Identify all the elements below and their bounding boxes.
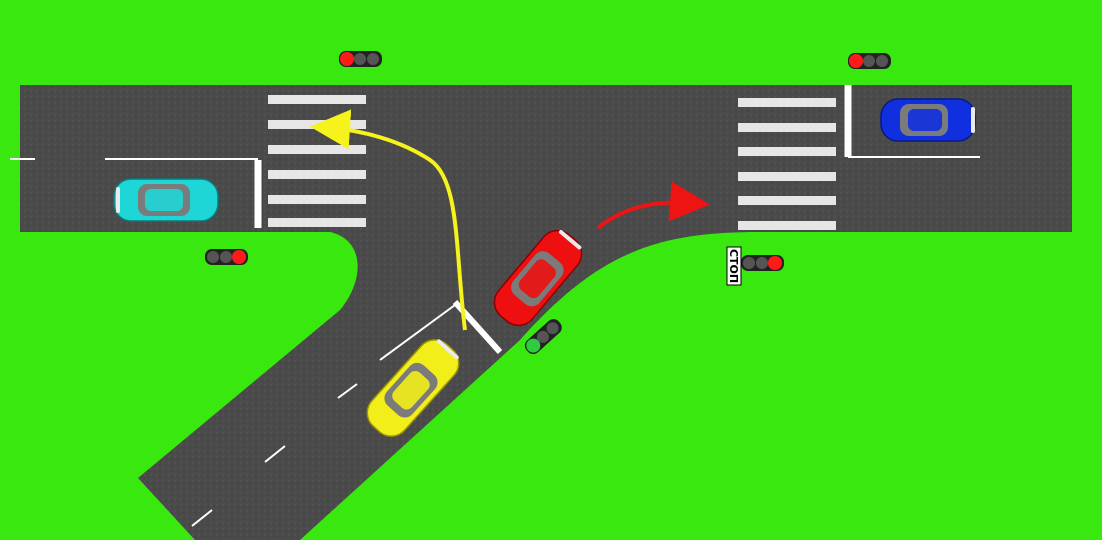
light-lamp	[756, 257, 768, 269]
crosswalk-stripe	[268, 95, 366, 104]
diagonal-lane-line	[379, 304, 456, 361]
crosswalk-stripe	[268, 120, 366, 129]
light-lamp	[526, 338, 541, 353]
traffic-light-icon	[741, 255, 784, 271]
light-lamp	[340, 52, 354, 66]
crosswalk-stripe	[268, 218, 366, 227]
light-lamp	[367, 53, 379, 65]
traffic-light-icon	[205, 249, 248, 265]
diagonal-dash-1	[337, 383, 358, 399]
crosswalk-stripe	[738, 221, 836, 230]
light-lamp	[207, 251, 219, 263]
crosswalk-stripe	[268, 195, 366, 204]
crosswalk-right	[738, 98, 836, 230]
light-lamp	[354, 53, 366, 65]
red-right-turn-arrow-icon	[596, 181, 710, 230]
light-lamp	[743, 257, 755, 269]
traffic-light-icon	[339, 51, 382, 67]
crosswalk-stripe	[268, 170, 366, 179]
light-lamp	[536, 330, 549, 343]
diagonal-dash-2	[264, 445, 286, 463]
diagonal-dash-3	[191, 509, 213, 527]
crosswalk-stripe	[738, 123, 836, 132]
yellow-car	[366, 339, 460, 437]
crosswalk-stripe	[738, 172, 836, 181]
cyan-car	[113, 178, 219, 222]
crosswalk-stripe	[738, 98, 836, 107]
stop-sign-text: СТОП	[727, 249, 740, 283]
light-lamp	[232, 250, 246, 264]
light-lamp	[546, 322, 559, 335]
yellow-left-turn-arrow-icon	[310, 109, 467, 331]
diagonal-road	[138, 232, 760, 540]
crosswalk-stripe	[738, 147, 836, 156]
traffic-light-icon	[848, 53, 891, 69]
red-car	[493, 229, 583, 327]
light-lamp	[849, 54, 863, 68]
blue-car	[880, 98, 976, 142]
stop-sign: СТОП	[726, 246, 742, 286]
light-lamp	[220, 251, 232, 263]
crosswalk-stripe	[268, 145, 366, 154]
light-lamp	[863, 55, 875, 67]
light-lamp	[768, 256, 782, 270]
light-lamp	[876, 55, 888, 67]
crosswalk-stripe	[738, 196, 836, 205]
traffic-light-icon	[524, 319, 562, 355]
